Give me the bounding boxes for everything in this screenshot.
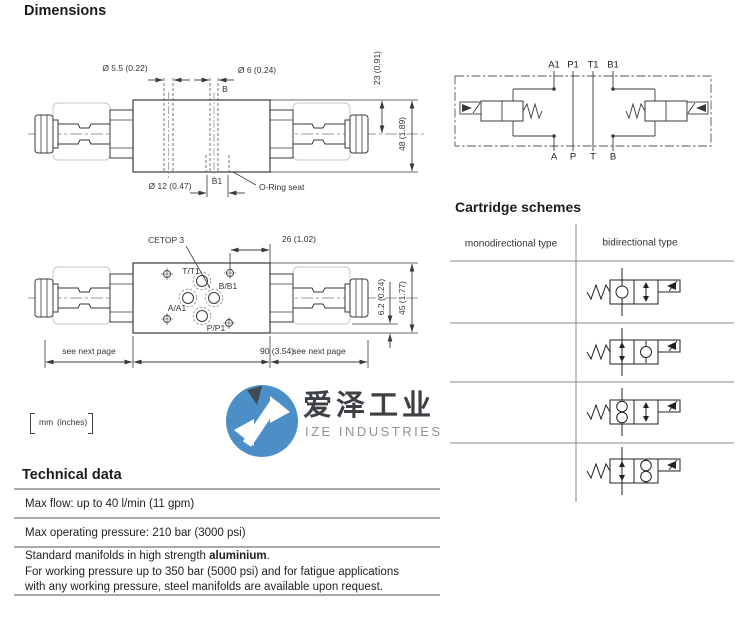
cartridge-table-rules <box>450 224 734 502</box>
tech-row-max-flow: Max flow: up to 40 l/min (11 gpm) <box>25 498 195 510</box>
bracket-left <box>30 413 35 434</box>
cartridge-symbol-4 <box>586 447 681 495</box>
port-label-bb1: B/B1 <box>218 280 238 291</box>
technical-table-rules <box>14 488 440 596</box>
cetop-label: CETOP 3 <box>148 234 185 245</box>
tech-row-max-pressure: Max operating pressure: 210 bar (3000 ps… <box>25 527 246 539</box>
dim-45: 45 (1.77) <box>396 280 407 316</box>
bracket-right <box>88 413 93 434</box>
port-label-b: B <box>222 83 228 94</box>
port-label-b1: B1 <box>211 175 223 186</box>
schematic-port-b1: B1 <box>607 59 619 71</box>
dim-dia-5-5: Ø 5.5 (0.22) <box>102 62 148 73</box>
page-title: Dimensions <box>24 3 107 19</box>
ize-logo-icon <box>226 385 298 457</box>
schematic-port-t1: T1 <box>587 59 599 71</box>
port-label-pp1: P/P1 <box>206 322 226 333</box>
schematic-port-a: A <box>550 151 558 163</box>
dim-dia-6: Ø 6 (0.24) <box>237 64 277 75</box>
drawing-face-view <box>28 244 420 368</box>
tech-row-manifolds-line2: For working pressure up to 350 bar (5000… <box>25 566 399 578</box>
dim-26: 26 (1.02) <box>281 233 317 244</box>
port-label-tt1: T/T1 <box>182 265 200 276</box>
dim-6-2: 6.2 (0.24) <box>375 278 386 316</box>
tech-row-manifolds-line1: Standard manifolds in high strength alum… <box>25 550 270 562</box>
technical-data-title: Technical data <box>22 467 122 483</box>
col-header-bidirectional: bidirectional type <box>602 237 678 249</box>
see-next-page-left: see next page <box>62 345 116 356</box>
cartridge-symbol-1 <box>586 268 681 316</box>
cartridge-schemes-title: Cartridge schemes <box>455 199 582 215</box>
schematic-port-p1: P1 <box>567 59 579 71</box>
unit-inches: (inches) <box>57 417 88 427</box>
schematic-port-t: T <box>590 151 596 163</box>
cartridge-symbol-2 <box>586 328 681 376</box>
schematic-port-p: P <box>569 151 577 163</box>
oring-seat-label: O-Ring seat <box>259 181 305 192</box>
unit-mm: mm <box>39 417 54 427</box>
col-header-monodirectional: monodirectional type <box>464 238 558 250</box>
port-label-aa1: A/A1 <box>167 302 187 313</box>
dim-dia-12: Ø 12 (0.47) <box>148 180 192 191</box>
dim-90: 90 (3.54) <box>259 345 295 356</box>
dim-23: 23 (0.91) <box>371 50 382 86</box>
schematic-port-b: B <box>609 151 617 163</box>
hydraulic-schematic <box>454 71 712 151</box>
watermark-chinese: 爱泽工业 <box>303 390 436 422</box>
drawing-side-view <box>28 77 424 197</box>
see-next-page-right: see next page <box>292 345 346 356</box>
tech-row-manifolds-line3: with any working pressure, steel manifol… <box>25 581 383 593</box>
dim-48: 48 (1.89) <box>396 116 407 152</box>
schematic-port-a1: A1 <box>548 59 560 71</box>
watermark-english: IZE INDUSTRIES <box>305 424 443 439</box>
cartridge-symbol-3 <box>586 388 681 436</box>
